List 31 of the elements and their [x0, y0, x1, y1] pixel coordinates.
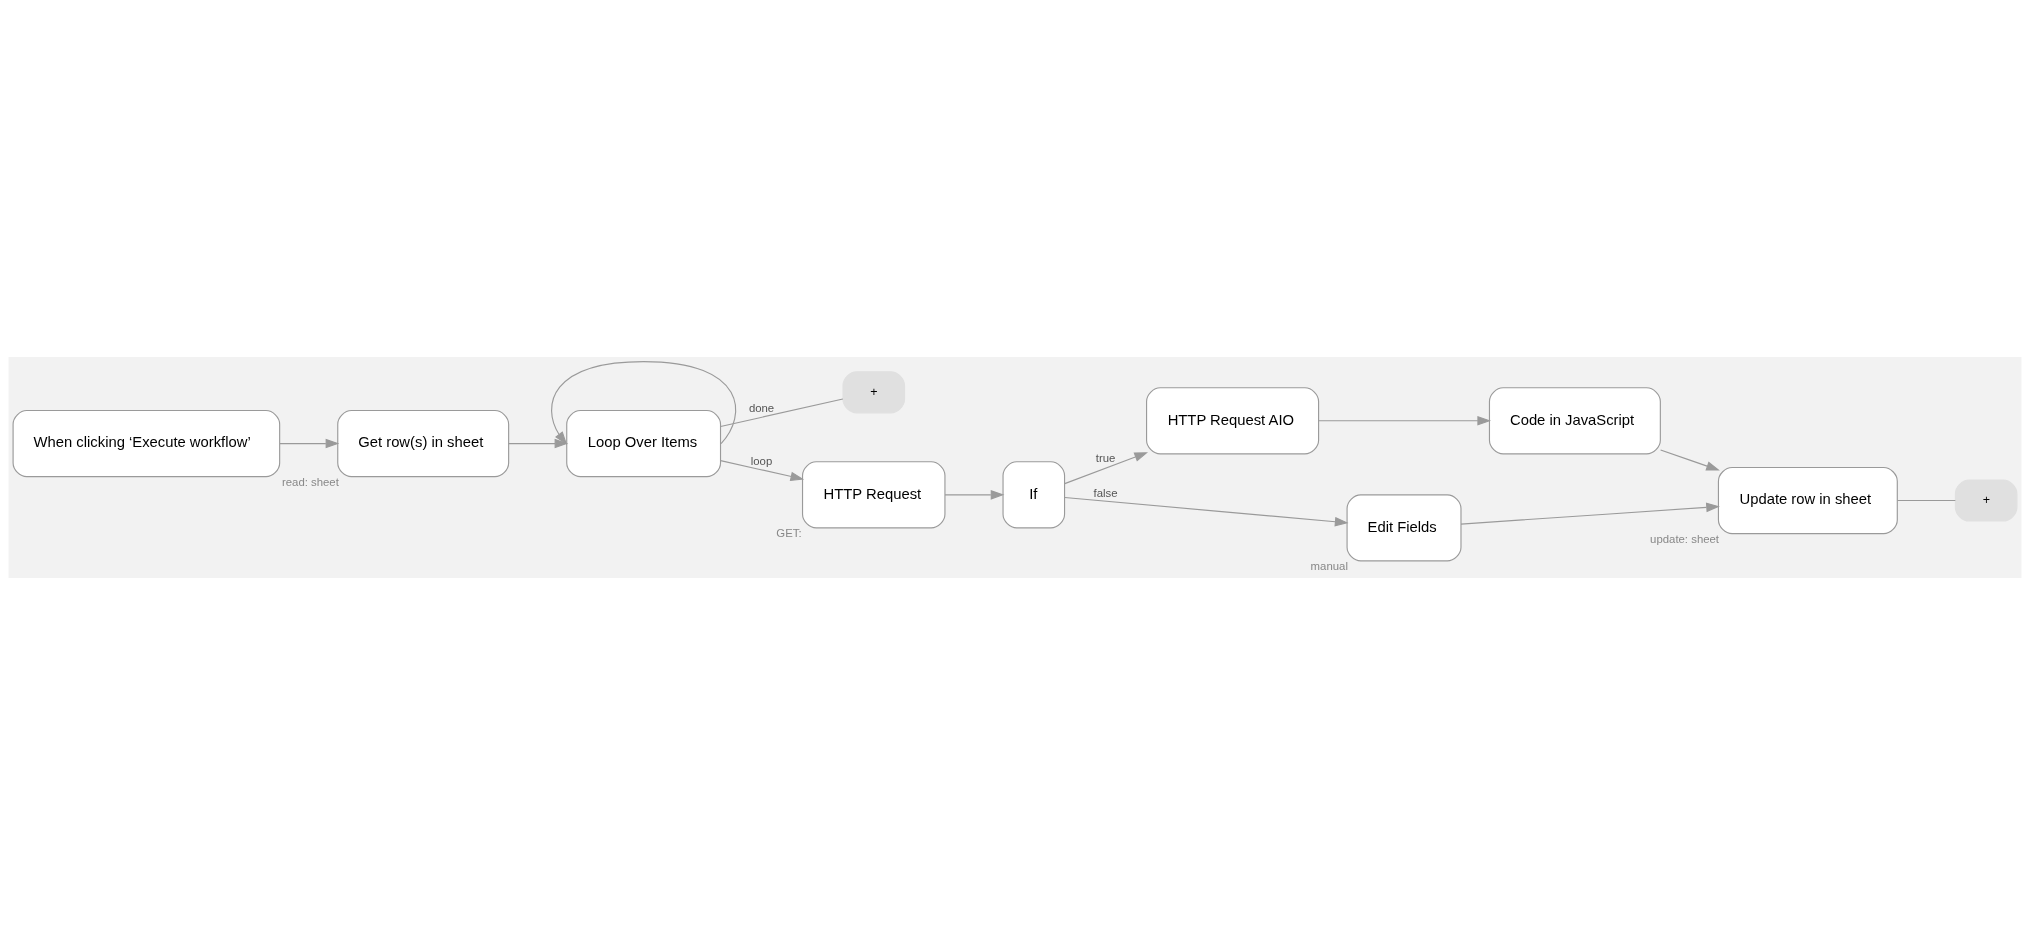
node-box: +	[1954, 478, 2018, 522]
node-box: When clicking ‘Execute workflow’	[12, 409, 281, 477]
node-box: Code in JavaScript	[1488, 386, 1661, 454]
arrow	[1460, 502, 1720, 525]
arrow	[551, 360, 737, 445]
node-box: Update row in sheet	[1717, 466, 1898, 534]
node-label: GET:	[776, 526, 802, 539]
edge-label: done	[748, 401, 775, 414]
edge-label: false	[1093, 486, 1118, 499]
node-box: +	[842, 370, 906, 413]
arrow	[720, 459, 805, 481]
node-box: HTTP Request AIO	[1146, 386, 1320, 454]
node-box: Get row(s) in sheet	[337, 409, 510, 477]
node-label: read: sheet	[281, 475, 339, 488]
node-box: Loop Over Items	[566, 409, 722, 477]
connector	[1896, 499, 1956, 501]
node-box: Edit Fields	[1346, 493, 1462, 561]
arrow	[1064, 451, 1149, 484]
arrow	[279, 438, 340, 448]
arrow	[508, 438, 569, 448]
arrow	[1318, 415, 1492, 426]
node-box: If	[1002, 460, 1066, 528]
edge-label: loop	[750, 454, 773, 467]
arrow	[1660, 448, 1720, 471]
edge-label: true	[1095, 451, 1116, 464]
connector	[720, 397, 844, 427]
node-box: HTTP Request	[801, 460, 946, 528]
arrow	[944, 489, 1005, 500]
node-label: update: sheet	[1650, 532, 1720, 545]
arrow	[1064, 496, 1349, 527]
node-label: manual	[1310, 559, 1348, 572]
